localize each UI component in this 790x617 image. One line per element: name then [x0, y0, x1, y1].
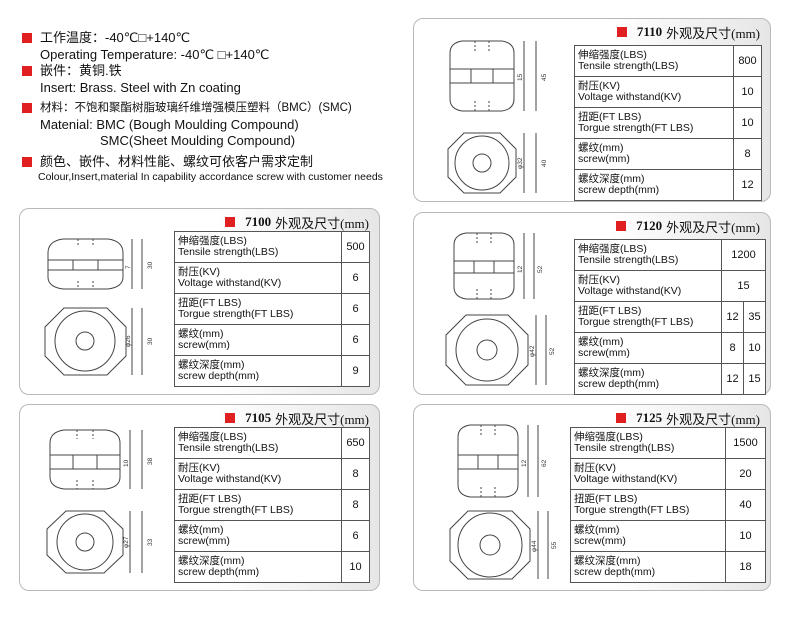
dim-label: 40 [541, 159, 548, 167]
dim-label: 55 [551, 541, 558, 549]
dim-label: φ27 [123, 536, 130, 548]
row-tensile: 伸缩强度(LBS)Tensile strength(LBS)800 [574, 45, 762, 77]
dim-label: 33 [147, 538, 154, 546]
dim-label: 38 [147, 457, 154, 465]
row-screw: 螺纹(mm)screw(mm)10 [570, 520, 766, 552]
row-voltage: 耐压(KV)Voltage withstand(KV)20 [570, 458, 766, 490]
row-depth: 螺纹深度(mm)screw depth(mm)10 [174, 551, 370, 583]
top-view: φ27 33 [46, 510, 154, 574]
row-torque: 扭距(FT LBS)Torgue strength(FT LBS)6 [174, 293, 370, 325]
top-view: φ32 40 [447, 132, 548, 194]
intro-material: 材料：不饱和聚酯树脂玻璃纤维增强模压塑料（BMC）(SMC) [18, 100, 403, 117]
dim-label: 30 [147, 261, 154, 269]
dim-label: 62 [541, 459, 548, 467]
insulator-drawing: 12 52 φ42 52 [445, 232, 556, 386]
red-square-icon [616, 221, 627, 231]
row-screw: 螺纹(mm)screw(mm)6 [174, 520, 370, 552]
top-view: φ26 30 [44, 307, 154, 376]
spec-table: 伸缩强度(LBS)Tensile strength(LBS)1200 耐压(KV… [574, 239, 766, 395]
dim-label: φ44 [531, 540, 538, 552]
row-torque: 扭距(FT LBS)Torgue strength(FT LBS)8 [174, 489, 370, 521]
row-depth: 螺纹深度(mm)screw depth(mm)18 [570, 551, 766, 583]
dim-label: φ26 [125, 335, 132, 347]
dim-label: φ42 [529, 345, 536, 357]
top-view: φ42 52 [445, 314, 556, 386]
dim-label: 12 [521, 459, 528, 467]
insulator-drawing: 10 38 φ27 33 [46, 429, 154, 574]
red-square-icon [616, 413, 627, 423]
intro-custom-en: Colour,Insert,material In capability acc… [38, 171, 383, 183]
row-voltage: 耐压(KV)Voltage withstand(KV)8 [174, 458, 370, 490]
side-view: 10 38 [49, 429, 154, 490]
intro-material-en2: SMC(Sheet Moulding Compound) [100, 133, 296, 148]
dim-label: φ32 [517, 157, 524, 169]
row-torque: 扭距(FT LBS)Torgue strength(FT LBS)10 [574, 107, 762, 139]
red-square-icon [22, 66, 32, 76]
row-depth: 螺纹深度(mm)screw depth(mm)12 [574, 169, 762, 201]
spec-table: 伸缩强度(LBS)Tensile strength(LBS)500 耐压(KV)… [174, 231, 370, 387]
intro-temp: 工作温度：-40℃□+140℃ [18, 30, 403, 47]
row-tensile: 伸缩强度(LBS)Tensile strength(LBS)1200 [574, 239, 766, 271]
dim-label: 15 [517, 73, 524, 81]
insulator-drawing: 7 30 φ26 30 [44, 238, 154, 376]
row-depth: 螺纹深度(mm)screw depth(mm)9 [174, 355, 370, 387]
red-square-icon [225, 413, 236, 423]
spec-table: 伸缩强度(LBS)Tensile strength(LBS)1500 耐压(KV… [570, 427, 766, 583]
red-square-icon [22, 103, 32, 113]
dim-label: 30 [147, 337, 154, 345]
red-square-icon [225, 217, 236, 227]
dim-label: 52 [549, 347, 556, 355]
intro-insert: 嵌件：黄铜.铁 [18, 63, 403, 80]
row-tensile: 伸缩强度(LBS)Tensile strength(LBS)1500 [570, 427, 766, 459]
insulator-drawing: 15 45 φ32 40 [447, 40, 548, 194]
top-view: φ44 55 [449, 510, 558, 580]
red-square-icon [22, 156, 32, 167]
dim-label: 52 [537, 265, 544, 273]
red-square-icon [616, 27, 627, 37]
dim-label: 7 [125, 265, 132, 269]
row-voltage: 耐压(KV)Voltage withstand(KV)10 [574, 76, 762, 108]
side-view: 15 45 [449, 40, 548, 112]
intro-insert-en: Insert: Brass. Steel with Zn coating [40, 79, 241, 95]
row-torque: 扭距(FT LBS)Torgue strength(FT LBS)40 [570, 489, 766, 521]
intro-temp-en: Operating Temperature: -40℃ □+140℃ [40, 46, 270, 62]
intro-custom: 颜色、嵌件、材料性能、螺纹可依客户需求定制 [18, 154, 403, 171]
side-view: 7 30 [47, 238, 154, 290]
row-tensile: 伸缩强度(LBS)Tensile strength(LBS)500 [174, 231, 370, 263]
row-screw: 螺纹(mm)screw(mm)6 [174, 324, 370, 356]
side-view: 12 62 [457, 424, 548, 498]
dim-label: 45 [541, 73, 548, 81]
intro-material-en1: Matenial: BMC (Bough Moulding Compound) [40, 116, 299, 132]
row-tensile: 伸缩强度(LBS)Tensile strength(LBS)650 [174, 427, 370, 459]
row-voltage: 耐压(KV)Voltage withstand(KV)6 [174, 262, 370, 294]
red-square-icon [22, 33, 32, 43]
intro-block: 工作温度：-40℃□+140℃ Operating Temperature: -… [18, 30, 403, 184]
dim-label: 12 [517, 265, 524, 273]
dim-label: 10 [123, 459, 130, 467]
insulator-drawing: 12 62 φ44 55 [449, 424, 558, 580]
row-screw: 螺纹(mm)screw(mm)8 [574, 138, 762, 170]
row-voltage: 耐压(KV)Voltage withstand(KV)15 [574, 270, 766, 302]
side-view: 12 52 [453, 232, 544, 300]
spec-table: 伸缩强度(LBS)Tensile strength(LBS)650 耐压(KV)… [174, 427, 370, 583]
spec-table: 伸缩强度(LBS)Tensile strength(LBS)800 耐压(KV)… [574, 45, 762, 201]
